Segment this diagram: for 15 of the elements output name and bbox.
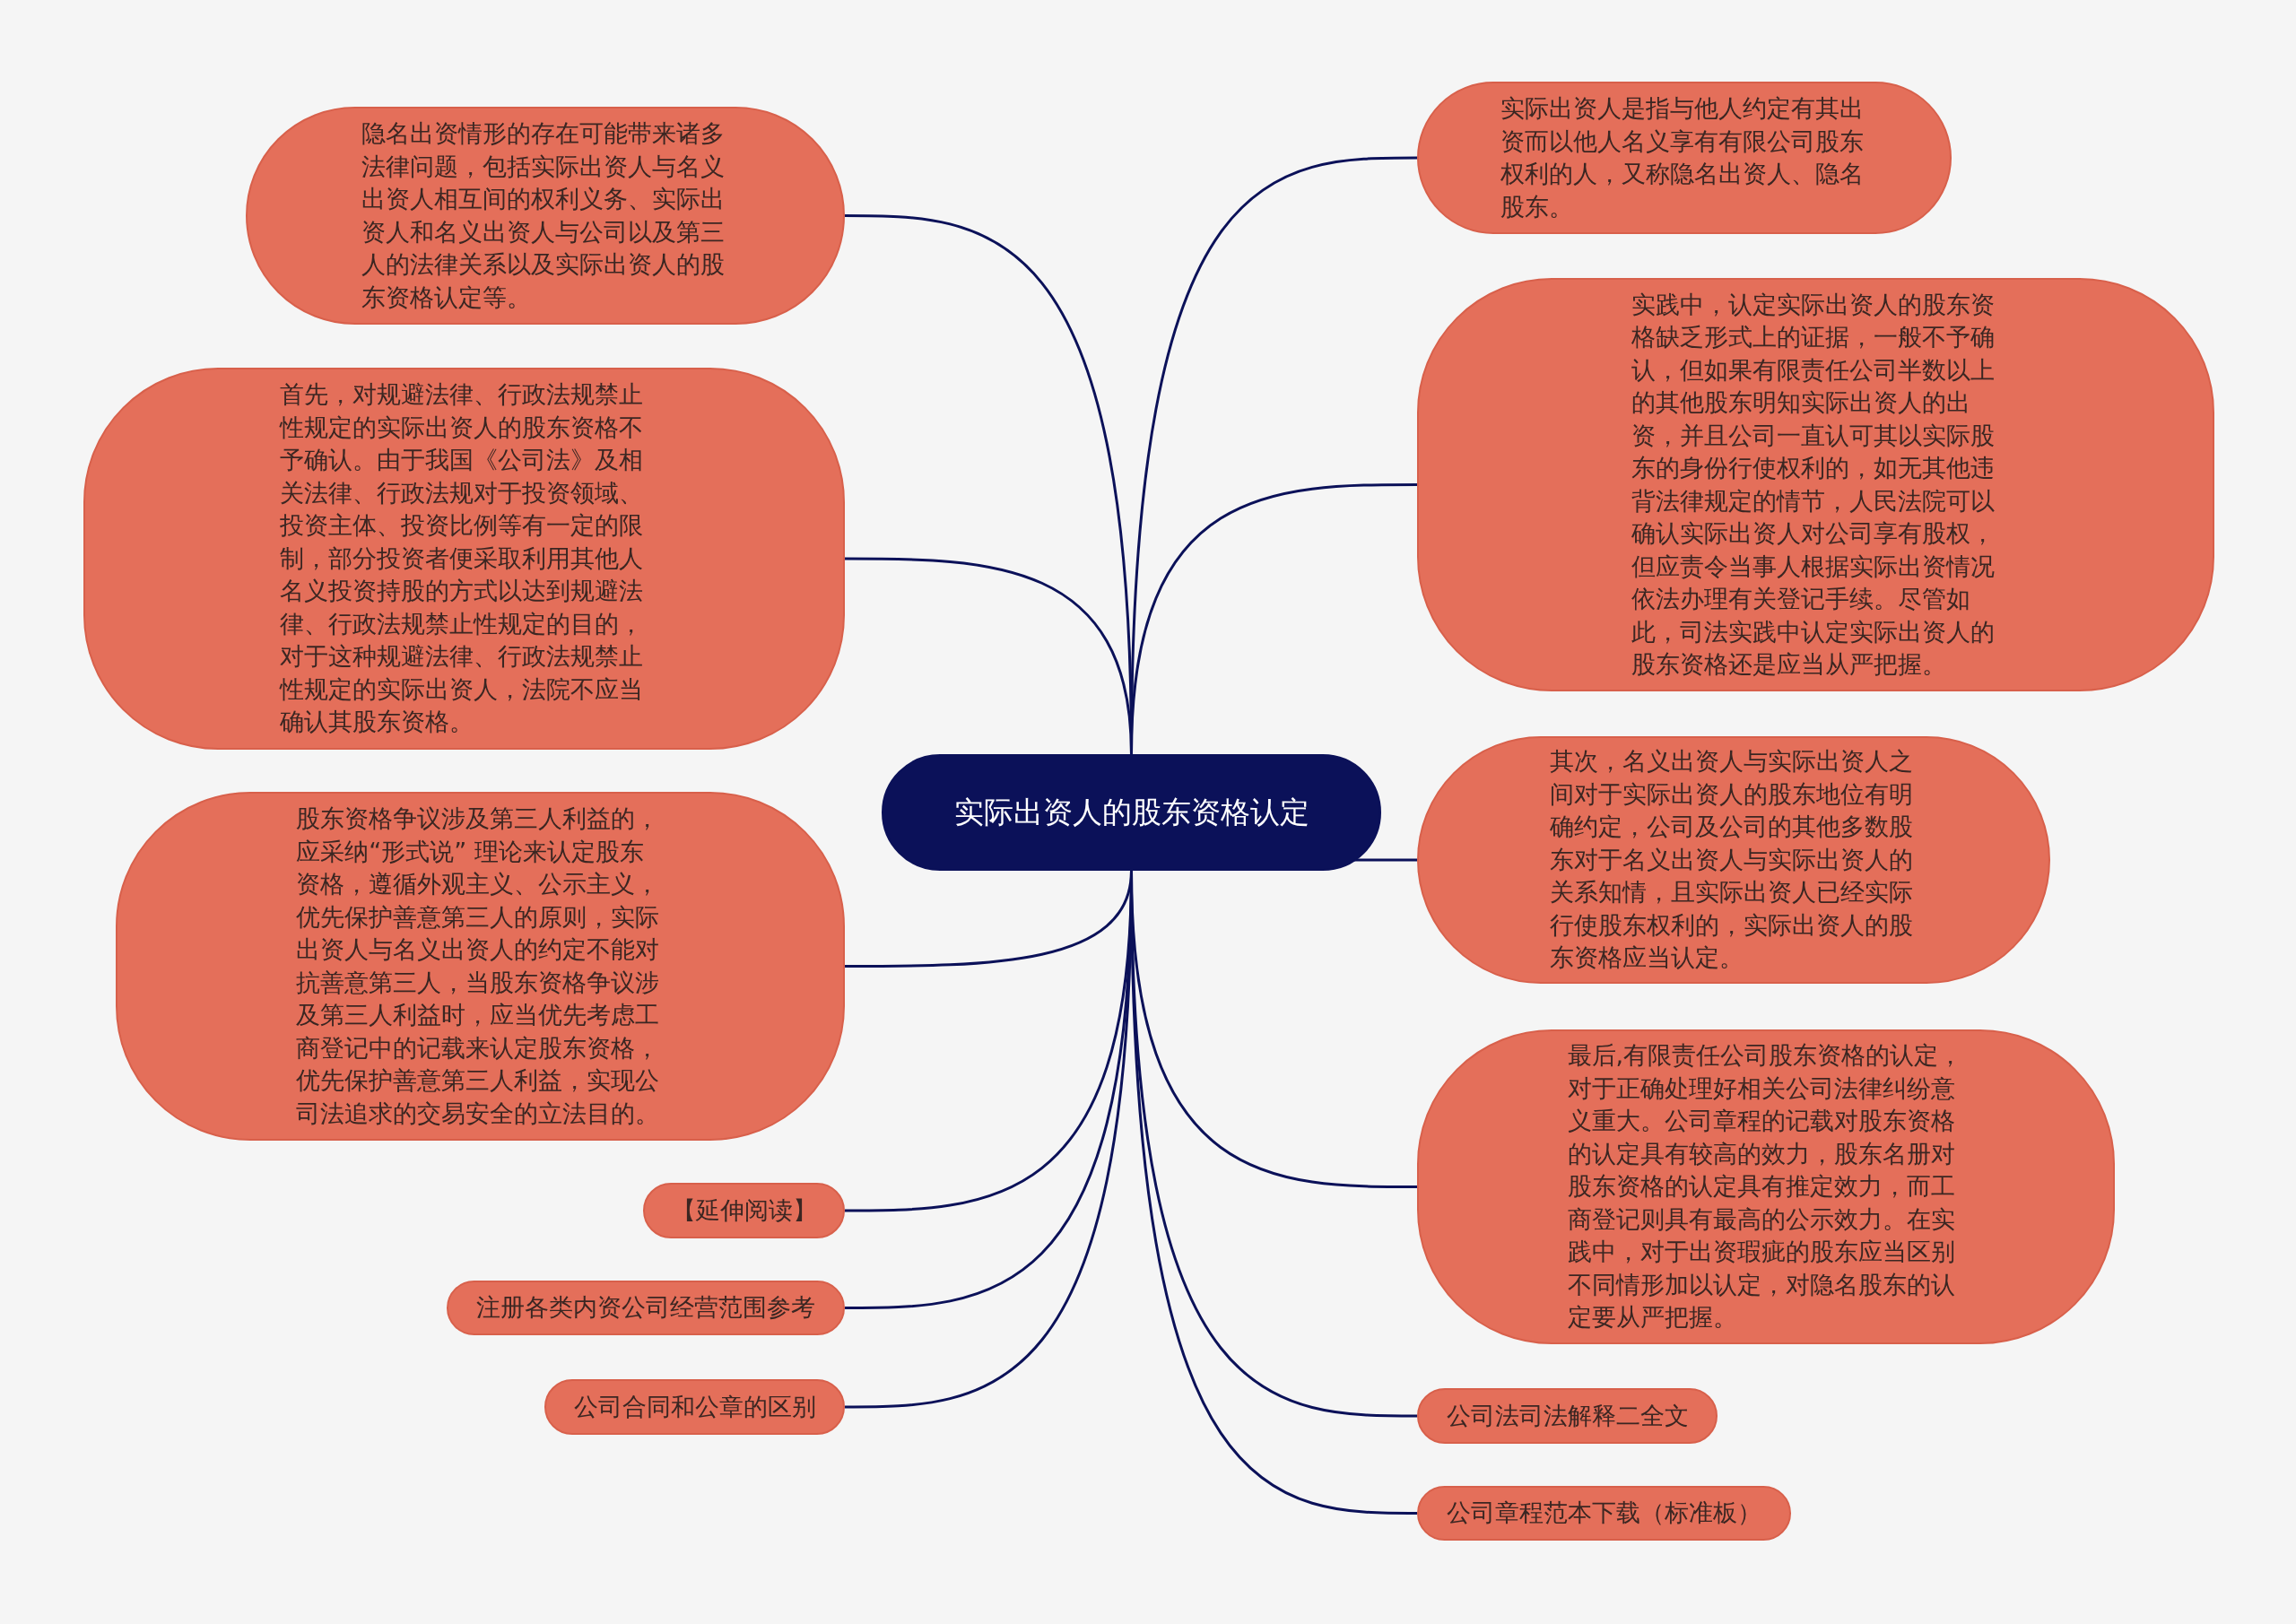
connector-line — [1130, 483, 1417, 755]
topic-bubble: 隐名出资情形的存在可能带来诸多法律问题，包括实际出资人与名义出资人相互间的权利义务、实际出资人和名义出资人与公司以及第三人的法律关系以及实际出资人的股东资格认定等。 — [246, 107, 845, 325]
connector-line — [1354, 858, 1417, 862]
topic-bubble: 其次，名义出资人与实际出资人之间对于实际出资人的股东地位有明确约定，公司及公司的其他多数股东对于名义出资人与实际出资人的关系知情，且实际出资人已经实际行使股东权利的，实际出资人的股东资格应当认定。 — [1417, 736, 2050, 984]
topic-bubble: 公司法司法解释二全文 — [1417, 1388, 1718, 1444]
topic-bubble: 公司章程范本下载（标准板） — [1417, 1486, 1791, 1541]
topic-bubble: 最后,有限责任公司股东资格的认定，对于正确处理好相关公司法律纠纷意义重大。公司章程的记载对股东资格的认定具有较高的效力，股东名册对股东资格的认定具有推定效力，而工商登记则具有最高的公示效力。在实践中，对于出资瑕疵的股东应当区别不同情形加以认定，对隐名股东的认定要从严把握。 — [1417, 1029, 2115, 1344]
topic-bubble: 首先，对规避法律、行政法规禁止性规定的实际出资人的股东资格不予确认。由于我国《公司法》及相关法律、行政法规对于投资领域、投资主体、投资比例等有一定的限制，部分投资者便采取利用其他人名义投资持股的方式以达到规避法律、行政法规禁止性规定的目的，对于这种规避法律、行政法规禁止性规定的实际出资人，法院不应当确认其股东资格。 — [83, 368, 845, 750]
topic-bubble: 注册各类内资公司经营范围参考 — [447, 1281, 845, 1335]
topic-bubble: 公司合同和公章的区别 — [544, 1379, 845, 1435]
central-topic: 实际出资人的股东资格认定 — [882, 754, 1381, 871]
topic-bubble: 股东资格争议涉及第三人利益的，应采纳“形式说” 理论来认定股东资格，遵循外观主义、公示主义，优先保护善意第三人的原则，实际出资人与名义出资人的约定不能对抗善意第三人，当股东资格争议涉及第三人利益时，应当优先考虑工商登记中的记载来认定股东资格，优先保护善意第三人利益，实现公司法追求的交易安全的立法目的。 — [116, 792, 845, 1141]
topic-bubble: 实际出资人是指与他人约定有其出资而以他人名义享有有限公司股东权利的人，又称隐名出资人、隐名股东。 — [1417, 82, 1952, 234]
topic-bubble: 【延伸阅读】 — [643, 1183, 845, 1238]
topic-bubble: 实践中，认定实际出资人的股东资格缺乏形式上的证据，一般不予确认，但如果有限责任公司半数以上的其他股东明知实际出资人的出资，并且公司一直认可其以实际股东的身份行使权利的，如无其他违背法律规定的情节，人民法院可以确认实际出资人对公司享有股权，但应责令当事人根据实际出资情况依法办理有关登记手续。尽管如此，司法实践中认定实际出资人的股东资格还是应当从严把握。 — [1417, 278, 2214, 691]
